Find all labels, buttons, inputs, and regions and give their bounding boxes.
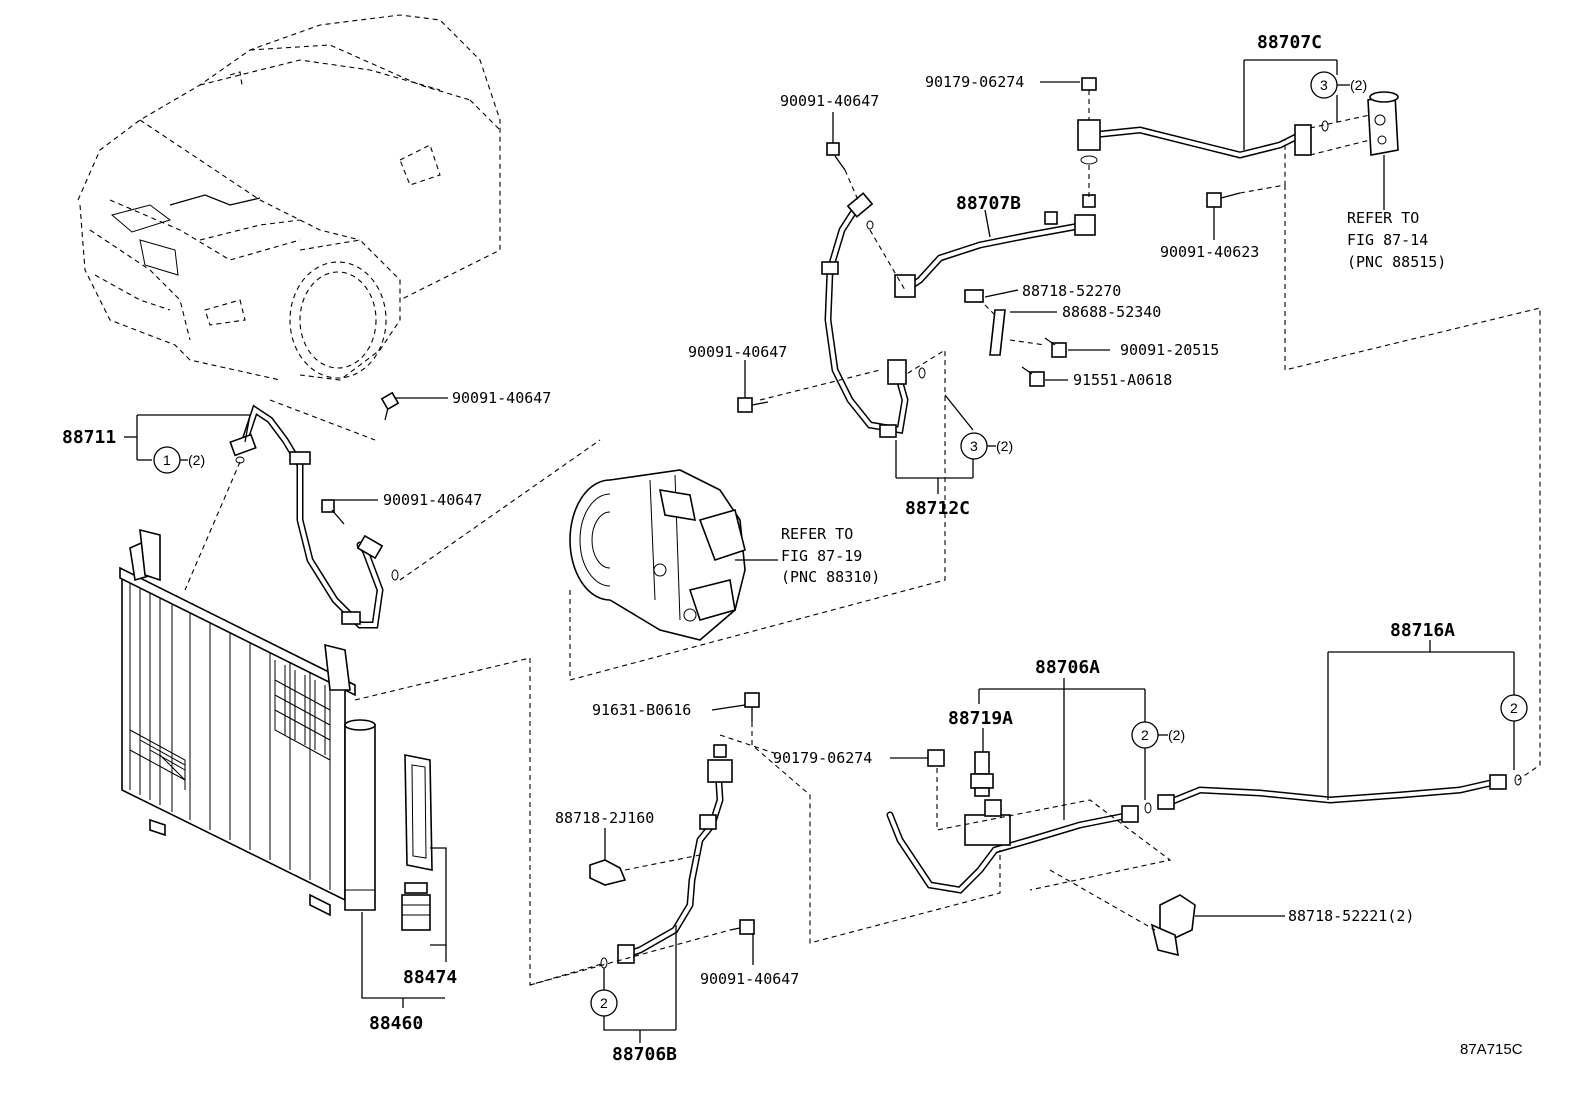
pipe-88707C — [1077, 77, 1329, 165]
vehicle-grille-icon — [110, 194, 261, 276]
label-88706B: 88706B — [612, 1044, 677, 1065]
label-88706A: 88706A — [1035, 657, 1100, 678]
leader-lines — [124, 59, 1515, 1043]
label-90179-06274-bot: 90179-06274 — [773, 749, 872, 767]
svg-text:(2): (2) — [1350, 77, 1367, 93]
pressure-switch — [970, 751, 994, 797]
label-88707B: 88707B — [956, 193, 1021, 214]
label-88719A: 88719A — [948, 708, 1013, 729]
label-refer-87-14-line3: (PNC 88515) — [1347, 253, 1446, 271]
dryer-filter — [401, 754, 433, 931]
svg-text:3: 3 — [970, 438, 978, 454]
clip-88718-2J160 — [589, 859, 627, 886]
svg-text:1: 1 — [163, 452, 171, 468]
label-88707C: 88707C — [1257, 32, 1322, 53]
label-refer-87-14-line2: FIG 87-14 — [1347, 231, 1428, 249]
compressor — [569, 469, 746, 641]
clamp-88718-52221 — [1150, 894, 1196, 957]
label-refer-87-14-line1: REFER TO — [1347, 209, 1419, 227]
callout-2-mid: 2 (2) — [1131, 721, 1185, 749]
label-90091-40647-a: 90091-40647 — [452, 389, 551, 407]
svg-text:(2): (2) — [996, 438, 1013, 454]
svg-text:2: 2 — [1510, 700, 1518, 716]
svg-text:3: 3 — [1320, 77, 1328, 93]
label-90091-40647-top: 90091-40647 — [780, 92, 879, 110]
label-88712C: 88712C — [905, 498, 970, 519]
bolt-icon — [321, 391, 400, 525]
label-refer-87-19-line1: REFER TO — [781, 525, 853, 543]
hose-88711 — [229, 404, 399, 629]
pipe-88706A — [886, 799, 1152, 894]
hose-88712C — [821, 192, 926, 438]
label-91631-B0616: 91631-B0616 — [592, 701, 691, 719]
label-88460: 88460 — [369, 1013, 423, 1034]
svg-text:2: 2 — [1141, 727, 1149, 743]
label-90091-40647-mid: 90091-40647 — [688, 343, 787, 361]
label-88718-2J160: 88718-2J160 — [555, 809, 654, 827]
label-90091-40623: 90091-40623 — [1160, 243, 1259, 261]
label-88688-52340: 88688-52340 — [1062, 303, 1161, 321]
label-88718-52221: 88718-52221(2) — [1288, 907, 1414, 925]
label-91551-A0618: 91551-A0618 — [1073, 371, 1172, 389]
label-88711: 88711 — [62, 427, 116, 448]
label-90091-40647-bot: 90091-40647 — [700, 970, 799, 988]
pipe-88716A — [1157, 774, 1522, 810]
svg-text:(2): (2) — [188, 452, 205, 468]
label-refer-87-19-line2: FIG 87-19 — [781, 547, 862, 565]
vehicle-outline — [77, 14, 501, 381]
nut-icon — [927, 749, 945, 767]
label-88716A: 88716A — [1390, 620, 1455, 641]
callout-2-bottom: 2 — [590, 989, 618, 1017]
label-refer-87-19-line3: (PNC 88310) — [781, 568, 880, 586]
label-88474: 88474 — [403, 967, 457, 988]
callout-3-mid: 3 (2) — [960, 432, 1013, 460]
label-90091-40647-b: 90091-40647 — [383, 491, 482, 509]
svg-text:(2): (2) — [1168, 727, 1185, 743]
connection-lines — [184, 90, 1541, 986]
bolt-icon — [737, 142, 1241, 413]
callout-3-top: 3 (2) — [1310, 71, 1367, 99]
svg-text:2: 2 — [600, 995, 608, 1011]
label-90091-20515: 90091-20515 — [1120, 341, 1219, 359]
expansion-valve — [1367, 91, 1399, 156]
callout-2-right: 2 — [1500, 694, 1528, 722]
bolt-icon — [729, 692, 760, 935]
label-88718-52270: 88718-52270 — [1022, 282, 1121, 300]
figure-code: 87A715C — [1460, 1041, 1523, 1058]
condenser — [119, 528, 376, 917]
label-90179-06274-top: 90179-06274 — [925, 73, 1024, 91]
part-labels: 88707C 90179-06274 90091-40647 88707B 90… — [62, 32, 1523, 1065]
hose-88706B — [600, 744, 733, 969]
callout-1: 1 (2) — [153, 446, 205, 474]
